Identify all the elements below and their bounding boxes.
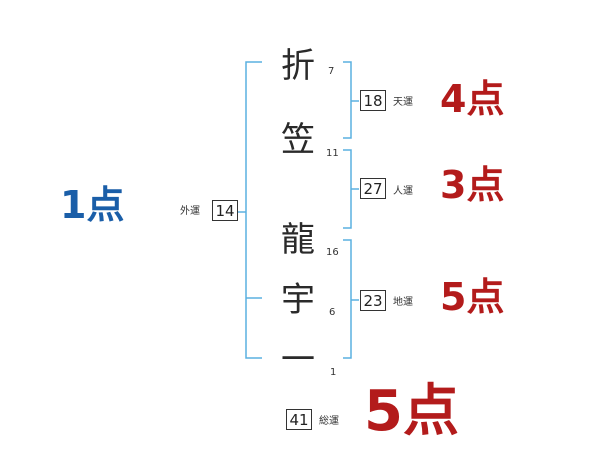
jinkaku-value-box: 27: [360, 178, 386, 199]
chikaku-score: 5点: [440, 275, 505, 319]
name-char-2: 笠: [281, 120, 315, 160]
gaikaku-label: 外運: [180, 206, 200, 217]
stroke-count-5: 1: [330, 367, 337, 378]
soukaku-label: 総運: [319, 416, 339, 427]
name-char-5: 一: [281, 340, 315, 380]
tenkaku-value-box: 18: [360, 90, 386, 111]
name-char-4: 宇: [281, 280, 315, 320]
tenkaku-score: 4点: [440, 77, 505, 121]
stroke-count-2: 11: [326, 148, 339, 159]
jinkaku-label: 人運: [393, 186, 413, 197]
gaikaku-value-box: 14: [212, 200, 238, 221]
soukaku-value-box: 41: [286, 409, 312, 430]
name-char-1: 折: [281, 46, 315, 86]
chikaku-value-box: 23: [360, 290, 386, 311]
stroke-count-1: 7: [328, 66, 335, 77]
jinkaku-score: 3点: [440, 163, 505, 207]
stroke-count-4: 6: [329, 307, 336, 318]
name-char-3: 龍: [281, 220, 315, 260]
soukaku-score: 5点: [364, 379, 459, 444]
stroke-count-3: 16: [326, 247, 339, 258]
gaikaku-score: 1点: [60, 183, 125, 227]
chikaku-label: 地運: [393, 297, 413, 308]
tenkaku-label: 天運: [393, 97, 413, 108]
